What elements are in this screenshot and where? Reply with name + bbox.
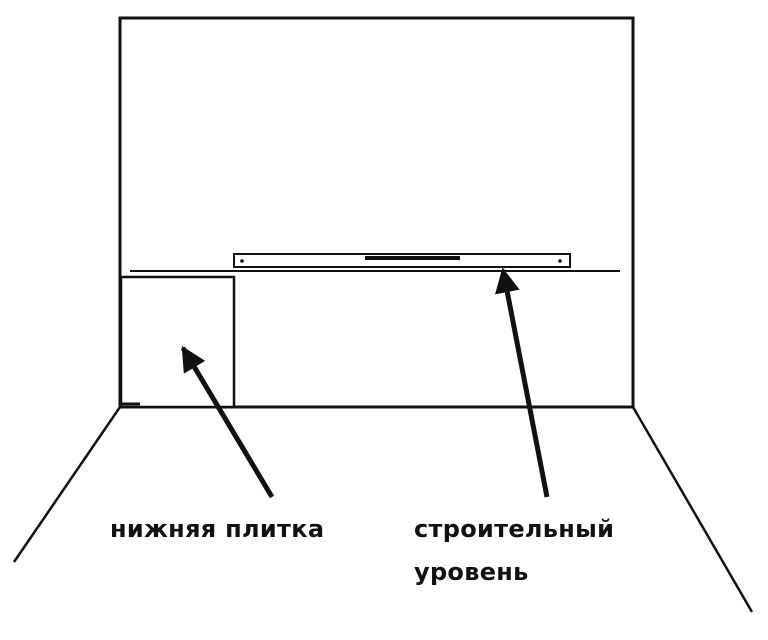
spirit-level-screw-right	[558, 259, 562, 263]
spirit-level-label-line1: строительный	[414, 515, 615, 543]
right-floor-line	[631, 406, 754, 613]
spirit-level-vial	[365, 256, 460, 260]
spirit-level-screw-left	[240, 259, 244, 263]
left-floor-line	[12, 406, 122, 563]
arrow-to-spirit-level	[495, 267, 550, 498]
spirit-level	[233, 253, 571, 268]
bottom-tile-label: нижняя плитка	[110, 515, 325, 543]
arrow-to-bottom-tile	[180, 345, 275, 499]
bottom-tile	[119, 275, 236, 409]
spirit-level-label-line2: уровень	[414, 558, 529, 586]
wall-outline	[118, 16, 635, 409]
